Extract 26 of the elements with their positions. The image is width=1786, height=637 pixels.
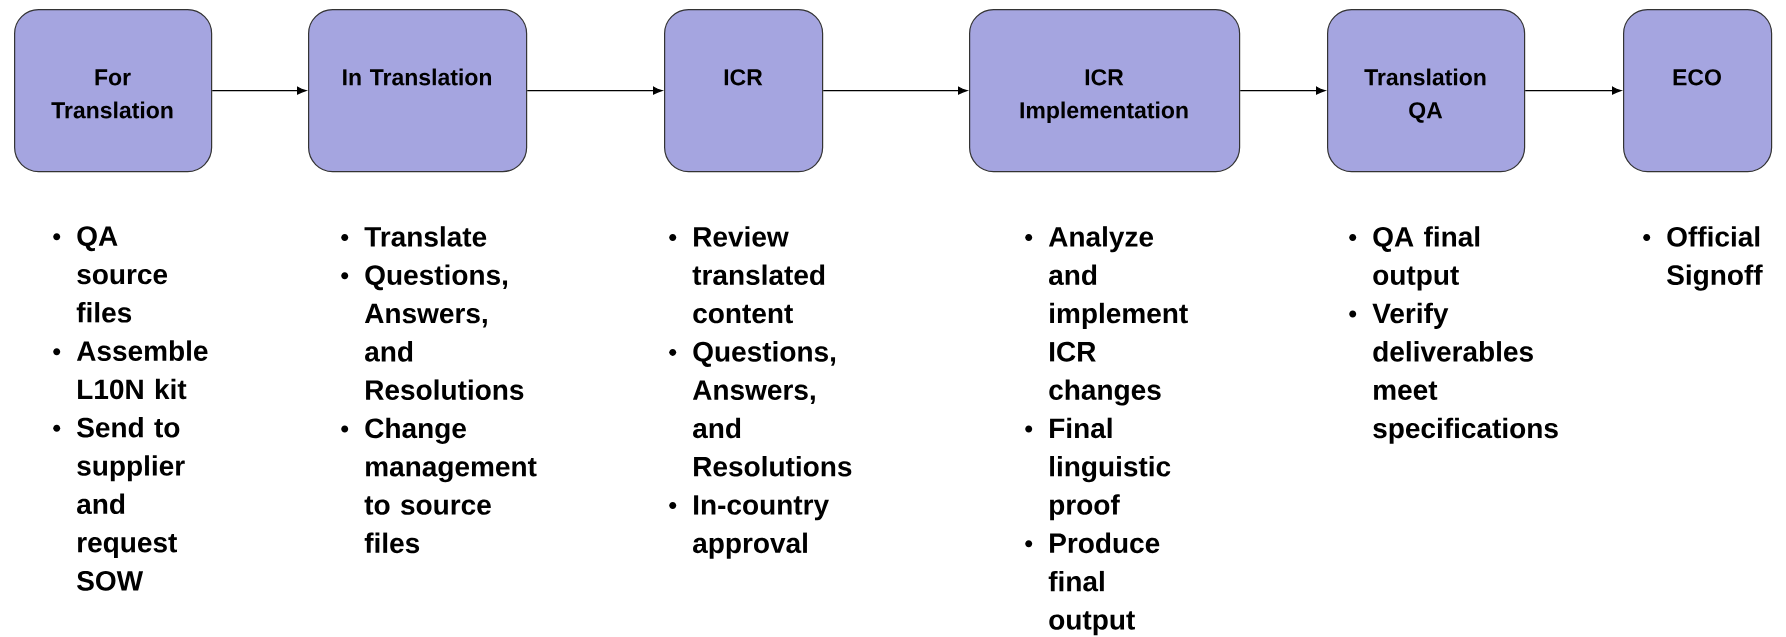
process-box: For Translation (14, 9, 213, 173)
arrow (1239, 86, 1326, 95)
bullet-item: Official Signoff (1643, 226, 1763, 291)
bullet-item: In-country approval (669, 495, 829, 559)
bullet-item: Assemble L10N kit (53, 340, 208, 400)
process-box: ICR Implementation (969, 9, 1241, 173)
bullet-item: Questions, Answers, and Resolutions (669, 341, 852, 477)
bullet-item: QA source files (53, 226, 168, 323)
arrow (1524, 86, 1622, 95)
arrow (211, 86, 307, 95)
bullet-item: Review translated content (669, 226, 825, 324)
process-box: Translation QA (1327, 9, 1526, 173)
process-box: ECO (1623, 9, 1773, 173)
arrow (822, 86, 968, 95)
bullet-item: QA final output (1349, 226, 1480, 291)
arrow (526, 86, 663, 95)
bullet-item: Verify deliverables meet specifications (1349, 302, 1558, 444)
bullet-item: Final linguistic proof (1025, 417, 1171, 521)
process-box: In Translation (308, 9, 528, 173)
bullet-item: Questions, Answers, and Resolutions (341, 264, 524, 400)
bullet-item: Produce final output (1025, 532, 1160, 636)
bullet-item: Translate (341, 226, 487, 247)
process-box: ICR (664, 9, 824, 173)
bullet-item: Send to supplier and request SOW (53, 416, 185, 591)
bullet-item: Analyze and implement ICR changes (1025, 226, 1188, 406)
bullet-item: Change management to source files (341, 417, 537, 554)
